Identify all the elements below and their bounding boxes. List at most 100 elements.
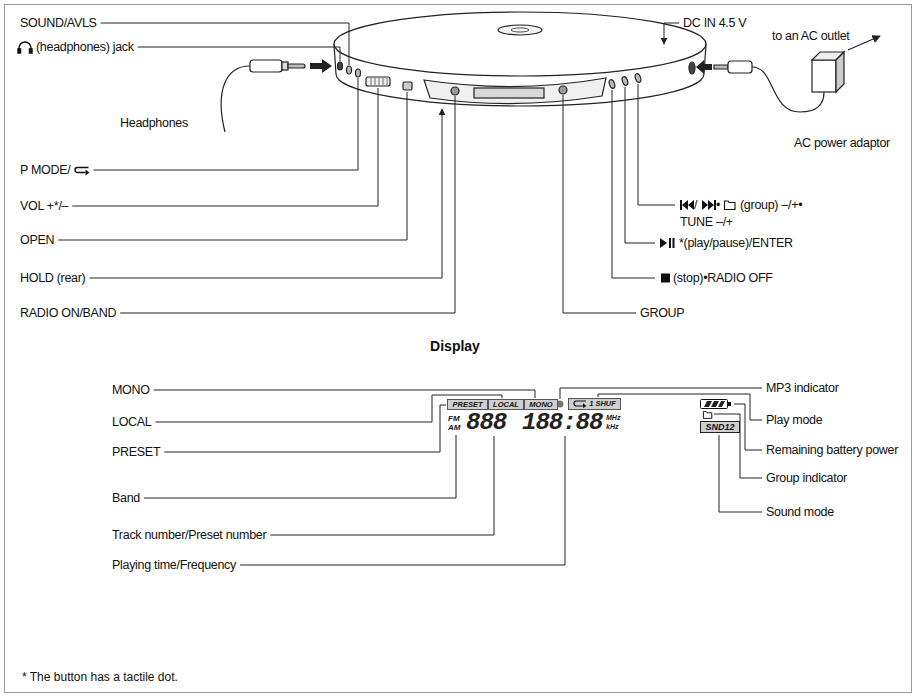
leader-line [625, 87, 655, 243]
frame [5, 5, 912, 693]
leader-line [240, 436, 565, 565]
leader-line [612, 90, 655, 278]
indicator-box: MONO [524, 399, 558, 410]
callout-label: Group indicator [766, 471, 847, 486]
bar [714, 200, 716, 210]
footnote: * The button has a tactile dot. [22, 670, 178, 684]
callout-label: Band [112, 491, 140, 506]
leader-line [144, 435, 456, 498]
callout-label: / [694, 198, 697, 213]
insert-arrow [696, 60, 712, 74]
cd-player [334, 12, 706, 106]
battery-case [701, 400, 728, 409]
repeat-symbol [75, 168, 90, 176]
pause-bar [669, 238, 671, 248]
leader-line [156, 395, 503, 422]
repeat-head [85, 170, 89, 176]
open-lever [403, 82, 412, 90]
button [621, 76, 629, 86]
plug-tip [714, 65, 728, 69]
front-panel [424, 78, 606, 104]
indicator-text: SND12 [705, 423, 734, 432]
play-pause-symbol [660, 238, 675, 248]
triangle [682, 200, 688, 210]
stop-symbol [661, 274, 670, 283]
repeat-symbol [573, 400, 587, 408]
leader-line [154, 390, 535, 398]
battery-segment [711, 401, 719, 407]
button [356, 69, 361, 77]
battery-segment [704, 401, 712, 407]
lid-window [511, 28, 529, 32]
callout-label: Remaining battery power [766, 443, 898, 458]
leader-line [120, 96, 455, 313]
callout-label: Playing time/Frequency [112, 558, 236, 573]
callout-label: SOUND/AVLS [20, 16, 97, 31]
headphones-arc [19, 42, 31, 52]
earpiece [18, 49, 21, 53]
repeat-head [583, 403, 587, 408]
callout-label: GROUP [640, 306, 684, 321]
callout-label: (group) –/+• [740, 198, 802, 213]
lid-window [498, 25, 542, 35]
outlet-arrow [848, 36, 880, 50]
headphone-plug [221, 59, 332, 132]
plug-collar [282, 62, 288, 70]
callout-label: DC IN 4.5 V [683, 16, 746, 31]
folder-symbol [703, 412, 711, 419]
triangle [702, 200, 708, 210]
unit-indicator: kHz [606, 423, 618, 431]
lcd-digits: 188:88 [522, 411, 602, 435]
callout-label: Sound mode [766, 505, 834, 520]
insert-arrow [310, 59, 332, 73]
volume-control [366, 77, 390, 86]
adaptor-front [812, 60, 836, 92]
band-indicator: AM [448, 423, 460, 432]
dc-jack [689, 62, 695, 74]
play-mode-box: 1 SHUF [568, 398, 621, 410]
plug-barrel [250, 60, 282, 72]
indicator-box: PRESET [447, 399, 488, 410]
indicator-text: 1 SHUF [589, 400, 616, 408]
headphones-symbol [18, 42, 32, 53]
sound-mode-box: SND12 [700, 421, 740, 433]
leader-line [101, 23, 349, 65]
plug-body [728, 61, 752, 73]
player-lid [334, 12, 706, 76]
folder-symbol [725, 201, 736, 210]
indicator-text: MONO [529, 401, 552, 409]
callout-label: to an AC outlet [772, 29, 850, 44]
callout-label: VOL +*/– [20, 199, 68, 214]
leader-line [664, 23, 679, 44]
earpiece [30, 49, 33, 53]
leader-line [270, 436, 494, 535]
band-indicator: FM [448, 414, 460, 423]
pause-bar [673, 238, 675, 248]
indicator-text: PRESET [452, 401, 482, 409]
headphone-jack [338, 62, 343, 70]
callout-label: OPEN [20, 233, 54, 248]
callout-label: TUNE –/+ [680, 215, 733, 230]
callout-label: (headphones) jack [36, 40, 134, 55]
leader-line [164, 405, 446, 452]
callout-label: PRESET [112, 445, 160, 460]
callout-label: MONO [112, 383, 150, 398]
battery-tab [728, 402, 731, 406]
callout-label: LOCAL [112, 415, 152, 430]
callout-label: Track number/Preset number [112, 528, 266, 543]
callout-label: AC power adaptor [794, 136, 890, 151]
triangle [708, 200, 714, 210]
battery-segment [718, 401, 725, 407]
button [347, 66, 352, 74]
next-symbol [702, 200, 716, 210]
callout-label: RADIO ON/BAND [20, 306, 116, 321]
unit-indicator: MHz [606, 414, 620, 422]
button [559, 86, 567, 94]
cord [221, 66, 250, 132]
button [451, 87, 459, 95]
bar [680, 200, 682, 210]
callout-label: (stop)•RADIO OFF [673, 271, 773, 286]
lcd-digits: 888 [466, 411, 506, 435]
button [608, 79, 616, 89]
